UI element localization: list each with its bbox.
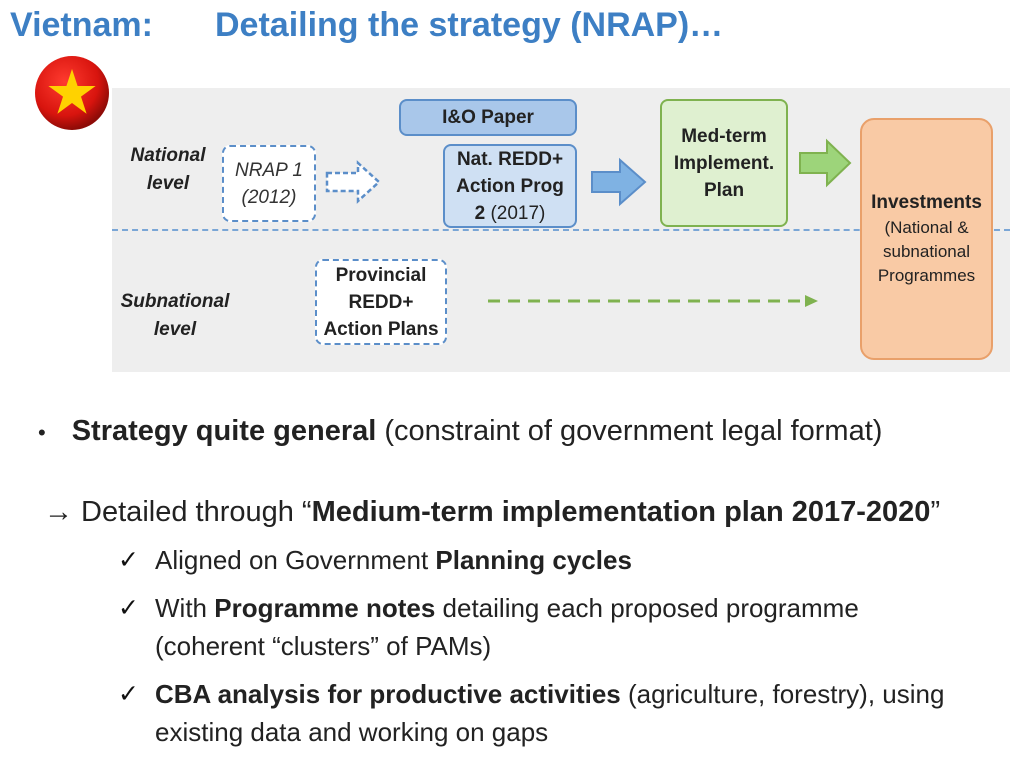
national-level-label: National level xyxy=(130,145,206,194)
nat-redd-box: Nat. REDD+ Action Prog 2 (2017) xyxy=(443,144,577,228)
subnational-level-label: Subnational level xyxy=(120,291,230,340)
checkmark-icon: ✓ xyxy=(118,546,139,574)
bullet-dot-icon: • xyxy=(38,420,46,445)
io-paper-box: I&O Paper xyxy=(399,99,577,136)
check-item: ✓ With Programme notes detailing each pr… xyxy=(118,589,1008,665)
vietnam-flag-icon xyxy=(35,56,109,130)
medterm-plan-box: Med-term Implement. Plan xyxy=(660,99,788,227)
check-item: ✓ Aligned on Government Planning cycles xyxy=(118,541,1008,579)
check-item: ✓ CBA analysis for productive activities… xyxy=(118,675,1008,751)
level-divider xyxy=(112,229,1010,231)
bullet-strategy: •Strategy quite general (constraint of g… xyxy=(38,415,883,447)
checkmark-icon: ✓ xyxy=(118,680,139,708)
check-list: ✓ Aligned on Government Planning cycles … xyxy=(118,541,1008,751)
provincial-plans-box: Provincial REDD+ Action Plans xyxy=(315,259,447,345)
checkmark-icon: ✓ xyxy=(118,594,139,622)
right-arrow-icon: → xyxy=(44,496,73,528)
investments-box: Investments (National & subnational Prog… xyxy=(860,118,993,360)
detailed-through-line: → Detailed through “Medium-term implemen… xyxy=(44,496,941,528)
title-country: Vietnam: xyxy=(10,6,153,44)
page-title: Detailing the strategy (NRAP)… xyxy=(215,6,724,44)
nrap1-box: NRAP 1 (2012) xyxy=(222,145,316,222)
